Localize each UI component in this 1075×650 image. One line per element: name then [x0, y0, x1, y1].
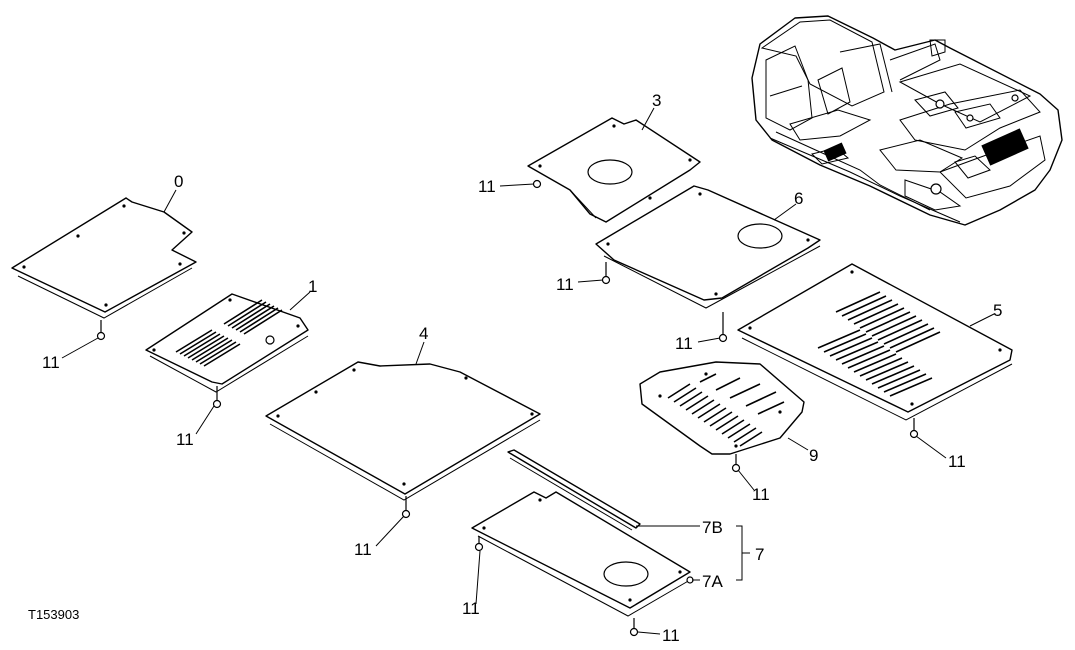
floor-plate-0: [11, 197, 197, 319]
floor-plate-9: [639, 361, 805, 455]
vent-grille: [175, 299, 283, 367]
callout-labels: 0 1 4 3 6 5 9 7B 7A 7 11 11 11 11 11 11 …: [28, 91, 1002, 645]
figure-id: T153903: [28, 607, 79, 622]
floor-plate-6: [595, 185, 821, 309]
callout-11: 11: [662, 626, 680, 645]
excavator-overview-illustration: [751, 15, 1063, 226]
callout-11: 11: [462, 599, 480, 618]
callout-7b: 7B: [702, 518, 723, 537]
fastener-bolts: [96, 179, 919, 637]
callout-5: 5: [993, 301, 1002, 320]
callout-6: 6: [794, 189, 803, 208]
callout-11: 11: [478, 177, 496, 196]
floor-plate-3: [527, 117, 701, 223]
callout-11: 11: [354, 540, 372, 559]
floor-plate-7a: [471, 491, 691, 617]
callout-9: 9: [809, 446, 818, 465]
callout-11: 11: [948, 452, 966, 471]
callout-11: 11: [675, 334, 693, 353]
floor-plate-4: [265, 361, 541, 501]
callout-11: 11: [176, 430, 194, 449]
callout-0: 0: [174, 172, 183, 191]
vent-grille: [823, 128, 1029, 166]
vent-grille: [817, 291, 941, 397]
callout-7a: 7A: [702, 572, 723, 591]
callout-7: 7: [755, 545, 764, 564]
vent-grille: [667, 373, 785, 447]
floor-plate-5: [737, 263, 1013, 421]
callout-11: 11: [752, 485, 770, 504]
callout-1: 1: [308, 277, 317, 296]
callout-11: 11: [42, 353, 60, 372]
callout-3: 3: [652, 91, 661, 110]
floor-plate-1: [145, 293, 309, 393]
callout-4: 4: [419, 324, 428, 343]
callout-11: 11: [556, 275, 574, 294]
part-7b-strip: [507, 449, 641, 531]
leader-lines: [61, 107, 995, 635]
